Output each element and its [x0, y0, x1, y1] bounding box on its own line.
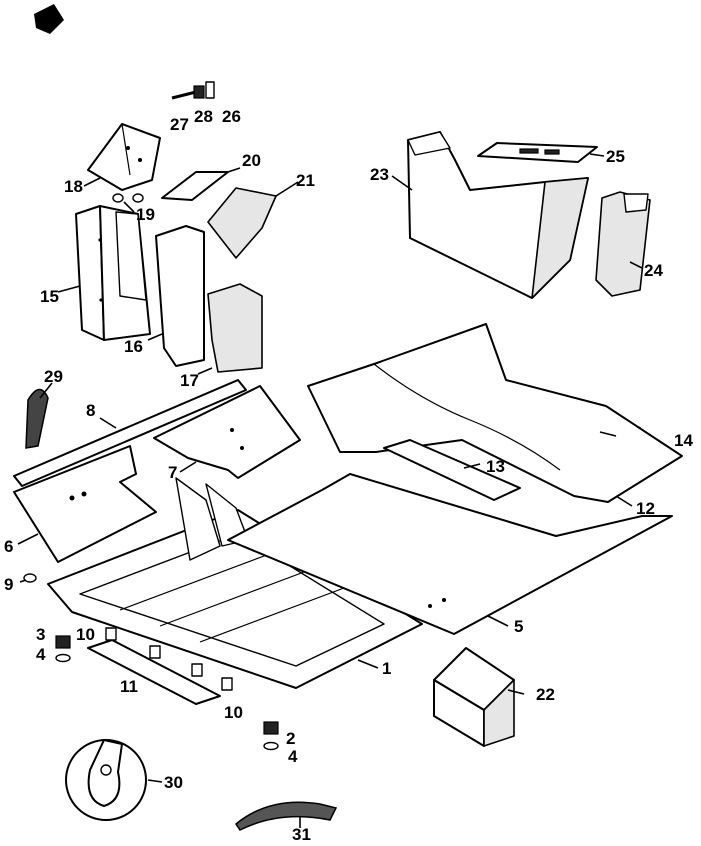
part-25-top-plate: [477, 142, 598, 163]
part-23-seat-box: [407, 131, 589, 299]
callout-20: 20: [242, 151, 261, 170]
callout-15: 15: [40, 287, 59, 306]
callout-17: 17: [180, 371, 199, 390]
part-19-washers: [112, 193, 144, 203]
callout-25: 25: [606, 147, 625, 166]
part-15-frame: [75, 205, 151, 341]
callout-26: 26: [222, 107, 241, 126]
callout-22: 22: [536, 685, 555, 704]
part-16-panel: [155, 225, 205, 367]
part-26-27-28-hinge-pin: [171, 81, 215, 100]
part-31-strap: [234, 801, 338, 831]
callout-3: 3: [36, 625, 45, 644]
callout-29: 29: [44, 367, 63, 386]
callouts: 1 2 3 4 4 5 6 7 8 9 10 10 11 12 13 14 15…: [4, 107, 693, 844]
callout-5: 5: [514, 617, 523, 636]
callout-10: 10: [76, 625, 95, 644]
callout-19: 19: [136, 205, 155, 224]
callout-31: 31: [292, 825, 311, 844]
part-11-strip: [87, 639, 221, 705]
part-3-4-mounts-left: [55, 635, 71, 663]
callout-24: 24: [644, 261, 663, 280]
leader-lines: [17, 153, 643, 828]
callout-12: 12: [636, 499, 655, 518]
part-20-plate: [161, 171, 229, 201]
part-13-strip: [383, 439, 521, 501]
page-corner-marker-icon: [34, 4, 64, 34]
callout-18: 18: [64, 177, 83, 196]
part-8-angle: [13, 379, 247, 487]
part-7-side-plate: [153, 385, 301, 479]
part-29-handle: [25, 388, 49, 449]
callout-1: 1: [382, 659, 391, 678]
part-5-floor-plate: [227, 473, 673, 635]
callout-23: 23: [370, 165, 389, 184]
callout-9: 9: [4, 575, 13, 594]
callout-13: 13: [486, 457, 505, 476]
part-24-side-panel: [595, 191, 651, 297]
callout-4: 4: [36, 645, 46, 664]
part-12-floor-mat: [307, 323, 683, 503]
callout-27: 27: [170, 115, 189, 134]
part-30-clamp-detail: [65, 739, 147, 821]
callout-16: 16: [124, 337, 143, 356]
callout-8: 8: [86, 401, 95, 420]
callout-28: 28: [194, 107, 213, 126]
callout-7: 7: [168, 463, 177, 482]
part-10-clip: [105, 627, 233, 691]
callout-11: 11: [120, 677, 138, 696]
callout-2: 2: [286, 729, 295, 748]
part-2-4-mounts-right: [263, 721, 279, 751]
part-21-bracket: [207, 187, 277, 259]
part-18-bracket: [87, 123, 161, 191]
callout-21: 21: [296, 171, 315, 190]
part-17-panel: [207, 283, 263, 373]
callout-30: 30: [164, 773, 183, 792]
part-1-main-frame: [47, 477, 423, 689]
part-6-angled-plate: [13, 445, 157, 563]
callout-14: 14: [674, 431, 693, 450]
callout-6: 6: [4, 537, 13, 556]
callout-4: 4: [288, 747, 298, 766]
part-22-bracket: [433, 647, 515, 747]
callout-10: 10: [224, 703, 243, 722]
part-9-washer: [23, 573, 37, 583]
